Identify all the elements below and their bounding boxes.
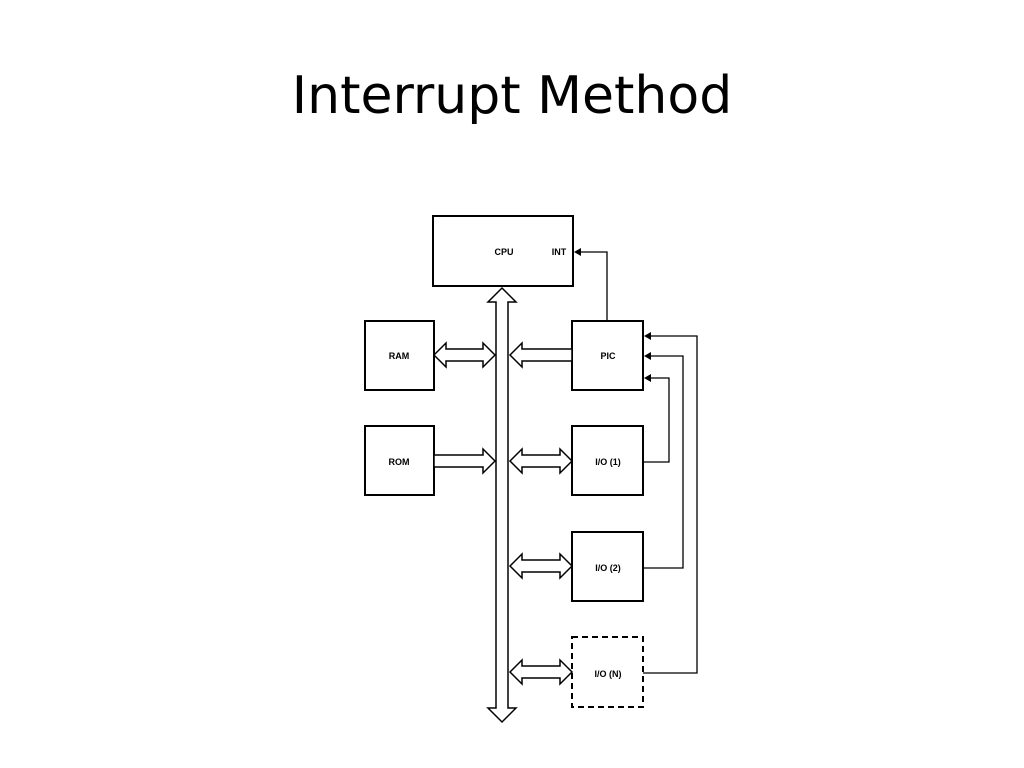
io1-interrupt-line: [643, 374, 670, 463]
ion-label: I/O (N): [595, 669, 622, 679]
ion-interrupt-line: [643, 332, 698, 674]
ram-bus-arrow: [432, 341, 497, 369]
ion-bus-arrow: [508, 658, 574, 686]
io1-bus-arrow: [508, 447, 574, 475]
rom-label: ROM: [389, 457, 410, 467]
io1-block: I/O (1): [571, 425, 644, 496]
pic-block: PIC: [571, 320, 644, 391]
cpu-label: CPU: [494, 247, 513, 257]
rom-bus-arrow: [433, 447, 497, 475]
io2-label: I/O (2): [595, 563, 621, 573]
pic-label: PIC: [600, 351, 616, 361]
slide-title: Interrupt Method: [291, 66, 733, 126]
io1-label: I/O (1): [595, 457, 621, 467]
io2-interrupt-line: [643, 352, 684, 569]
ram-label: RAM: [389, 351, 410, 361]
int-request-line: [574, 248, 608, 321]
ram-block: RAM: [364, 320, 435, 391]
io2-bus-arrow: [508, 552, 574, 580]
cpu-block: CPU INT: [432, 215, 574, 287]
pic-bus-arrow: [508, 341, 573, 369]
ion-block: I/O (N): [571, 636, 644, 708]
system-bus: [486, 286, 518, 724]
rom-block: ROM: [364, 425, 435, 496]
int-label: INT: [552, 247, 567, 257]
io2-block: I/O (2): [571, 531, 644, 602]
